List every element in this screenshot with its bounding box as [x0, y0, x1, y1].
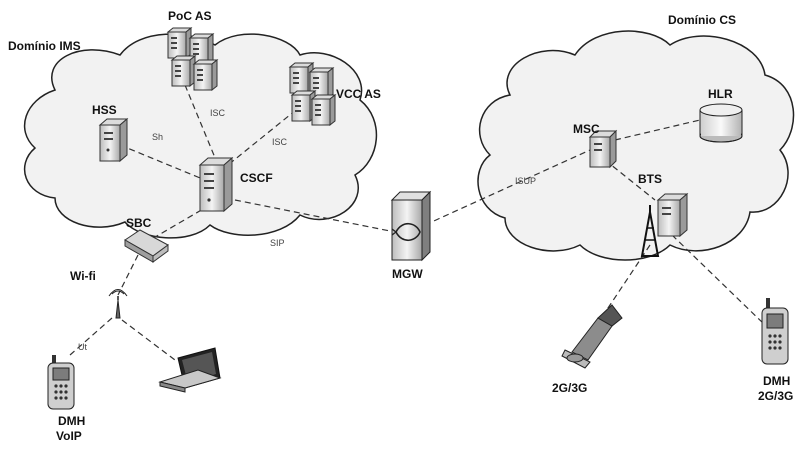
link-hss-cscf	[119, 144, 206, 181]
isup-link-label: ISUP	[515, 176, 536, 186]
hss-server-icon	[98, 117, 129, 163]
ut-link-label: Ut	[78, 342, 87, 352]
cs-domain-label: Domínio CS	[668, 13, 736, 27]
link-msc-bts	[604, 159, 656, 201]
link-mgw-msc	[424, 149, 591, 226]
dmh-voip-label-line2: VoIP	[56, 429, 82, 443]
sbc-device-icon	[124, 229, 169, 263]
wifi-label: Wi-fi	[70, 269, 96, 283]
hss-label: HSS	[92, 103, 117, 117]
isc-poc-link-label: ISC	[210, 108, 226, 118]
mgw-label: MGW	[392, 267, 423, 281]
sh-link-label: Sh	[152, 132, 163, 142]
sip-link-label: SIP	[270, 238, 285, 248]
hlr-label: HLR	[708, 87, 733, 101]
link-msc-hlr	[614, 119, 701, 141]
phone-2g3g-icon	[561, 304, 623, 369]
mgw-gateway-icon	[390, 190, 432, 262]
link-vcc-cscf	[227, 109, 297, 166]
dmh-voip-phone-icon	[47, 355, 75, 410]
bts-label: BTS	[638, 172, 662, 186]
poc-as-label: PoC AS	[168, 9, 212, 23]
dmh-2g3g-phone-icon	[761, 298, 789, 365]
phone-2g3g-label: 2G/3G	[552, 381, 587, 395]
poc-as-server-icon	[167, 27, 218, 91]
cscf-server-icon	[198, 156, 234, 213]
link-bts-dmh	[671, 234, 766, 326]
hlr-database-icon	[699, 103, 743, 143]
vcc-as-label: VCC AS	[336, 87, 381, 101]
cscf-label: CSCF	[240, 171, 273, 185]
link-wifi-dmh	[69, 317, 113, 356]
dmh-voip-label-line1: DMH	[58, 414, 85, 428]
link-cscf-mgw	[234, 199, 396, 233]
vcc-as-server-icon	[289, 62, 336, 126]
link-wifi-laptop	[121, 319, 176, 361]
laptop-icon	[158, 347, 222, 393]
link-poc-cscf	[184, 84, 219, 166]
dmh-2g3g-label-line1: DMH	[763, 374, 790, 388]
sbc-label: SBC	[126, 216, 152, 230]
msc-server-icon	[588, 129, 618, 169]
isc-vcc-link-label: ISC	[272, 137, 288, 147]
link-sbc-wifi	[117, 254, 139, 296]
msc-label: MSC	[573, 122, 600, 136]
bts-tower-icon	[640, 192, 689, 257]
wifi-antenna-icon	[108, 289, 128, 319]
ims-domain-label: Domínio IMS	[8, 39, 81, 53]
link-bts-phone	[599, 244, 651, 321]
cs-domain-cloud	[477, 30, 795, 261]
dmh-2g3g-label-line2: 2G/3G	[758, 389, 793, 403]
